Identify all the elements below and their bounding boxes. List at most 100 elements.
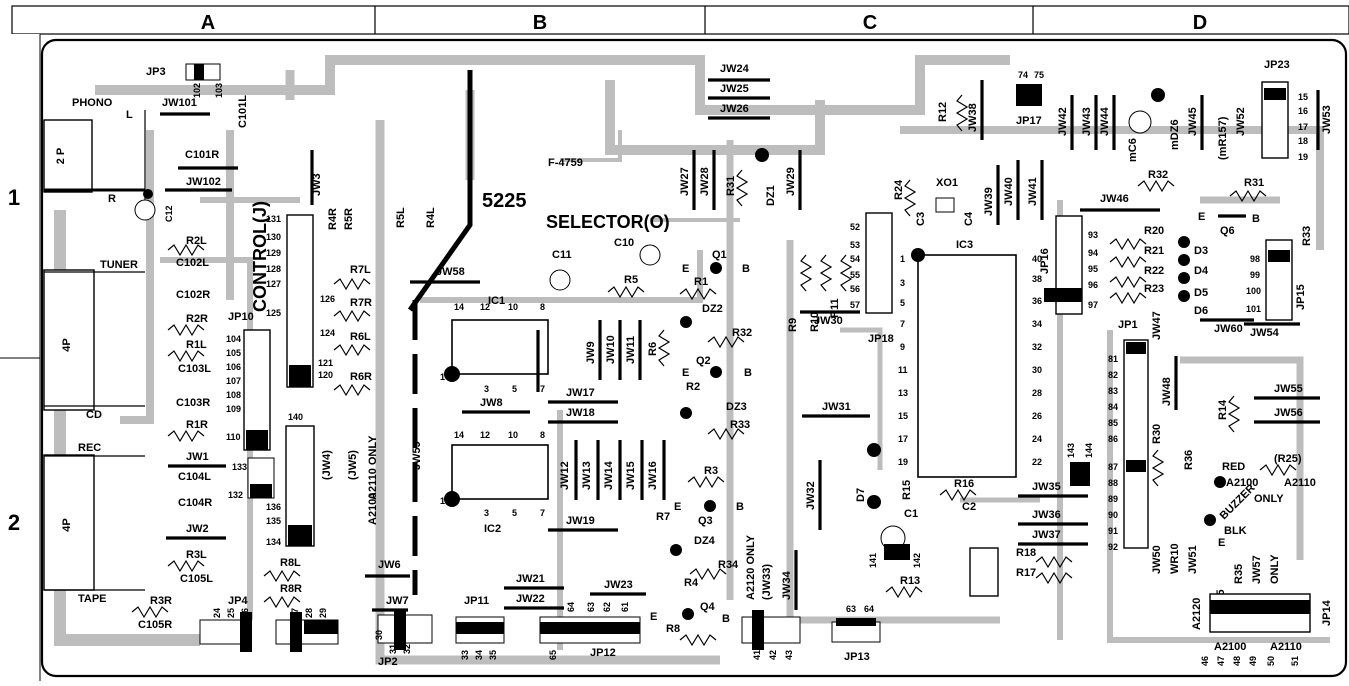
jw42-label: JW42 [1057, 107, 1069, 136]
pin-136: 136 [266, 502, 281, 512]
pin-92: 92 [1108, 542, 1118, 552]
a2100-note: A2100 [367, 493, 379, 525]
r1-label: R1 [694, 276, 708, 288]
jp11-label: JP11 [464, 595, 489, 607]
column-label-c: C [863, 12, 877, 34]
r36-label: R36 [1183, 450, 1195, 470]
mdz6-label: mDZ6 [1169, 119, 1181, 150]
board-outline [40, 38, 1348, 678]
jw22-label: JW22 [516, 593, 545, 605]
pin-42: 42 [768, 650, 778, 660]
pin-103: 103 [214, 83, 224, 98]
pin-126: 126 [320, 294, 335, 304]
r2l-label: R2L [186, 235, 207, 247]
r5r-label: R5R [343, 208, 355, 230]
c102l-label: C102L [176, 257, 209, 269]
jw2-label: JW2 [186, 523, 209, 535]
pin-30: 30 [374, 630, 384, 640]
r35-label: R35 [1233, 564, 1245, 584]
r8r-label: R8R [280, 583, 302, 595]
a2120-only-note: A2120 ONLY [745, 534, 757, 600]
dz4-label: DZ4 [694, 535, 716, 547]
q4-e-label: E [650, 611, 657, 623]
jp2-label: JP2 [378, 656, 398, 668]
control-title: CONTROL(J) [250, 201, 270, 312]
jw54-label: JW54 [1250, 327, 1280, 339]
jw29-label: JW29 [785, 167, 797, 196]
grid-rows: 1 2 [0, 34, 41, 681]
jw40-label: JW40 [1003, 177, 1015, 206]
pin-64: 64 [566, 602, 576, 612]
c11-label: C11 [552, 249, 572, 261]
c1-label: C1 [904, 508, 918, 520]
r4r-label: R4R [327, 208, 339, 230]
dz2-label: DZ2 [702, 303, 723, 315]
ic3-pin-32: 32 [1032, 342, 1042, 352]
ic3-pin-5: 5 [900, 298, 905, 308]
c104l-label: C104L [178, 471, 211, 483]
ic1-pin-5: 5 [512, 384, 517, 394]
jw9-label: JW9 [585, 341, 597, 364]
column-c-parts: JW27 JW28 R31 DZ1 JW29 R9 R10 R11 JW30 J… [679, 70, 1088, 663]
r31-label: R31 [725, 176, 737, 196]
pin-96: 96 [1088, 280, 1098, 290]
jw59-label: JW59 [411, 441, 423, 470]
jw52-label: JW52 [1235, 107, 1247, 136]
pin-124: 124 [320, 328, 335, 338]
d4-label: D4 [1194, 265, 1209, 277]
jw13-label: JW13 [581, 461, 593, 490]
pin-89: 89 [1108, 494, 1118, 504]
ic3-pin-30: 30 [1032, 365, 1042, 375]
pin-53: 53 [850, 240, 860, 250]
jp18-label: JP18 [868, 333, 894, 345]
r5-label: R5 [624, 274, 638, 286]
pin-81: 81 [1108, 354, 1118, 364]
pin-93: 93 [1088, 230, 1098, 240]
jw1-label: JW1 [186, 451, 209, 463]
jw102-label: JW102 [186, 176, 221, 188]
ic3-pin-17: 17 [898, 434, 908, 444]
r2-label: R2 [686, 381, 700, 393]
jw6-label: JW6 [378, 559, 401, 571]
pin-28: 28 [304, 608, 314, 618]
jw27-label: JW27 [679, 167, 691, 196]
r18-label: R18 [1016, 547, 1036, 559]
ic2-pin-1: 1 [440, 496, 445, 506]
pin-47: 47 [1216, 656, 1226, 666]
jp1-label: JP1 [1118, 319, 1138, 331]
jp14-label: JP14 [1321, 599, 1333, 626]
pin-24: 24 [212, 608, 222, 618]
pin-56: 56 [850, 284, 860, 294]
jw57-label: JW57 [1251, 555, 1263, 584]
r4-label: R4 [684, 577, 699, 589]
jw24-label: JW24 [720, 63, 750, 75]
r5l-label: R5L [395, 207, 407, 228]
pin-26: 26 [240, 608, 250, 618]
pin-34: 34 [474, 650, 484, 660]
red-note: RED [1222, 461, 1245, 473]
row-label-1: 1 [8, 185, 20, 210]
a2120d-note: A2120 [1191, 598, 1203, 630]
r-label: R [108, 193, 116, 205]
jw51-label: JW51 [1187, 545, 1199, 574]
q1-e-label: E [682, 263, 689, 275]
pin-99: 99 [1250, 270, 1260, 280]
jw36-label: JW36 [1032, 509, 1061, 521]
connector-4p-label-2: 4P [61, 518, 73, 531]
pin-35: 35 [488, 650, 498, 660]
pin-90: 90 [1108, 510, 1118, 520]
jp10-label: JP10 [228, 311, 254, 323]
ic3-pin-40: 40 [1032, 254, 1042, 264]
q3-b-label: B [736, 501, 744, 513]
ic2-label: IC2 [484, 523, 501, 535]
column-b-parts: 5225 SELECTOR(O) F-4759 JW58 JW59 IC1 14… [374, 63, 770, 668]
q2-e-label: E [682, 367, 689, 379]
d3-label: D3 [1194, 245, 1208, 257]
column-label-b: B [533, 12, 547, 34]
r33-label: R33 [730, 419, 750, 431]
r10-label: R10 [809, 312, 821, 332]
c104r-label: C104R [178, 497, 212, 509]
a2110-note: A2110 [1284, 477, 1316, 489]
r16-label: R16 [954, 478, 974, 490]
